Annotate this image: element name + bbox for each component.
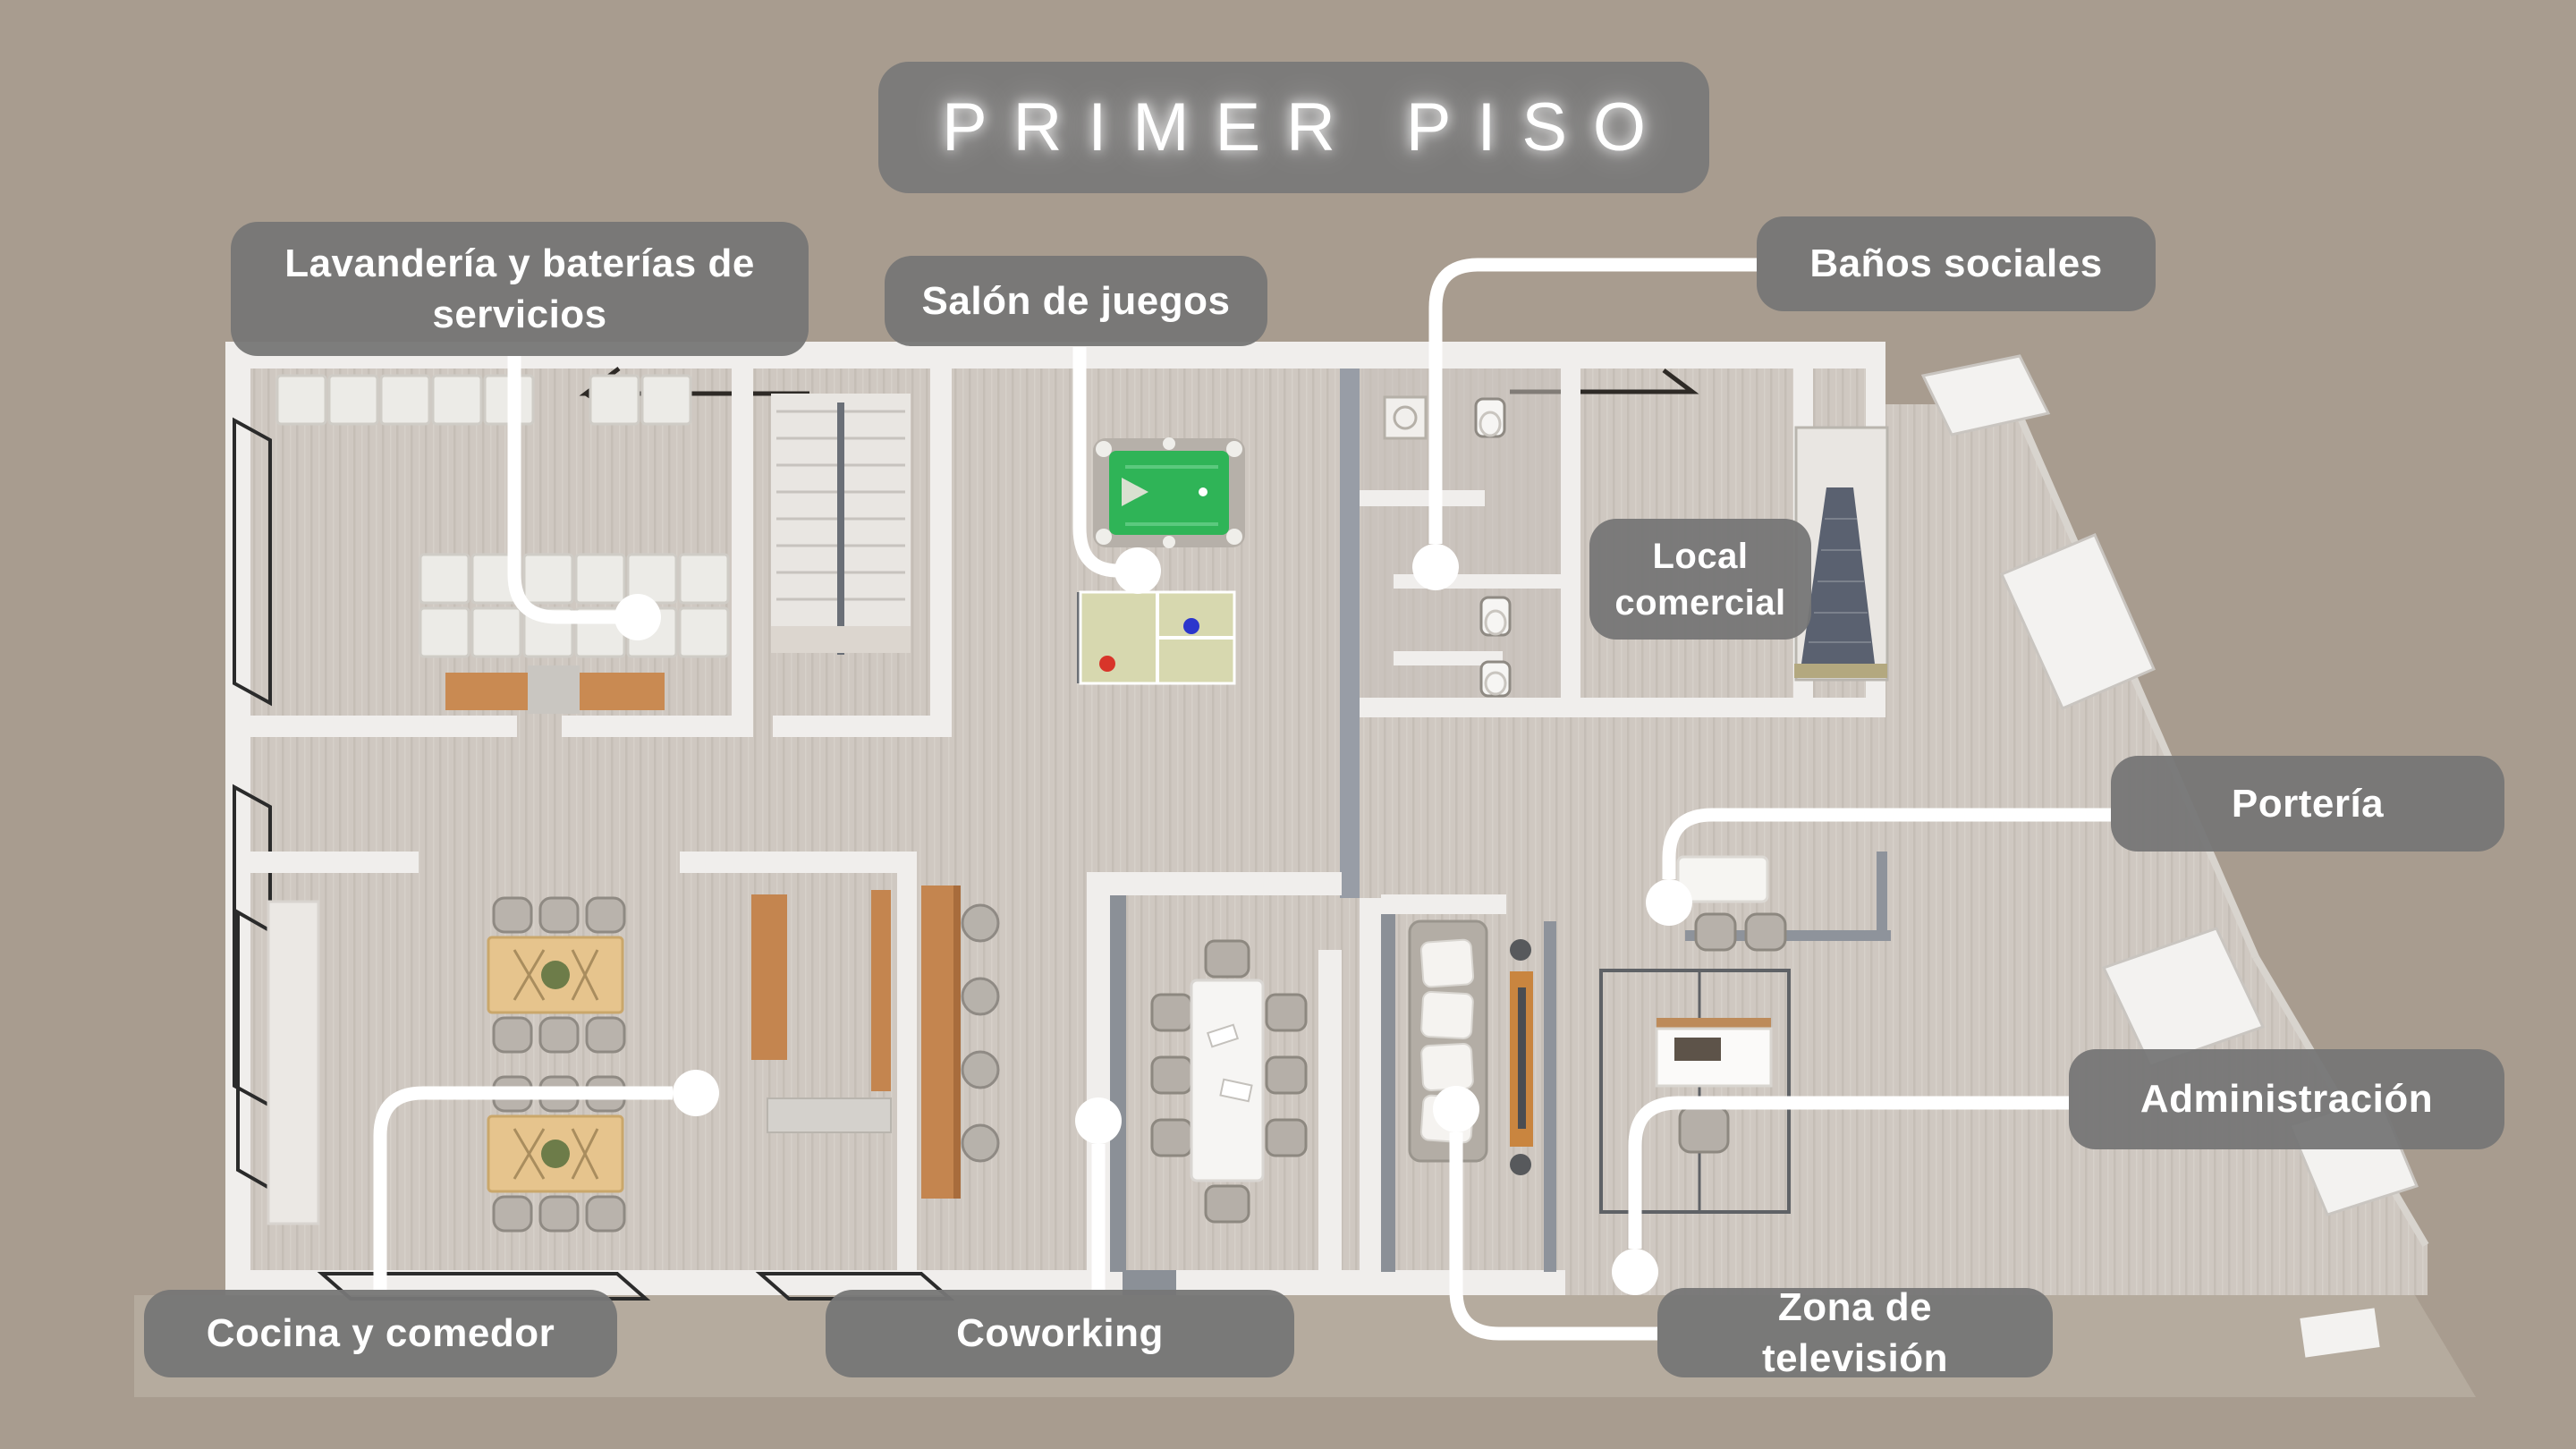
tv-console — [1510, 939, 1533, 1175]
laundry-bench — [445, 665, 665, 714]
label-cocina-y-comedor: Cocina y comedor — [144, 1290, 617, 1377]
leader-banos — [1428, 258, 1757, 544]
interior-walls-top — [249, 369, 1885, 898]
dot-porteria — [1646, 879, 1692, 926]
ping-pong-table — [1077, 590, 1236, 685]
label-local-comercial: Local comercial — [1589, 519, 1811, 640]
leader-dots — [614, 544, 1692, 1295]
dot-banos — [1412, 544, 1459, 590]
dot-coworking — [1075, 1097, 1122, 1144]
label-porteria: Portería — [2111, 756, 2504, 852]
admin-desk — [1655, 1018, 1773, 1088]
leader-lavanderia — [507, 356, 615, 624]
leader-administracion — [1628, 1096, 2069, 1249]
label-zona-de-television: Zona de televisión — [1657, 1285, 2053, 1380]
title-badge: PRIMER PISO — [878, 62, 1709, 193]
pantry-storage — [751, 886, 1000, 1199]
dining-table — [487, 1075, 626, 1233]
toilet-icon — [1479, 596, 1512, 637]
dot-cocina — [673, 1070, 719, 1116]
label-banos-sociales: Baños sociales — [1757, 216, 2156, 311]
kitchen-dining — [267, 896, 626, 1233]
leader-cocina — [373, 1086, 673, 1290]
coworking-room — [1150, 939, 1308, 1224]
dining-table — [487, 896, 626, 1054]
interior-walls-bottom — [249, 852, 1891, 1295]
label-coworking: Coworking — [826, 1290, 1294, 1377]
label-salon-de-juegos: Salón de juegos — [885, 256, 1267, 346]
sink — [1383, 395, 1428, 440]
toilet-icon — [1479, 660, 1512, 698]
reception-area — [1676, 855, 1787, 952]
pool-table — [1093, 437, 1245, 548]
administration-area — [1599, 969, 1791, 1214]
leader-zona-tv — [1449, 1132, 1657, 1341]
side-staircase — [1794, 426, 1889, 682]
dot-lavanderia — [614, 594, 661, 640]
dot-salon — [1114, 547, 1161, 594]
leader-porteria — [1662, 808, 2111, 879]
dot-zona-tv — [1433, 1086, 1479, 1132]
toilet-icon — [1474, 397, 1506, 438]
bathrooms — [1360, 369, 1561, 698]
label-administracion: Administración — [2069, 1049, 2504, 1149]
label-lavanderia: Lavandería y baterías de servicios — [231, 222, 809, 356]
stools — [961, 903, 1000, 1163]
page-title: PRIMER PISO — [941, 89, 1672, 165]
central-staircase — [771, 394, 911, 655]
dot-administracion — [1612, 1249, 1658, 1295]
